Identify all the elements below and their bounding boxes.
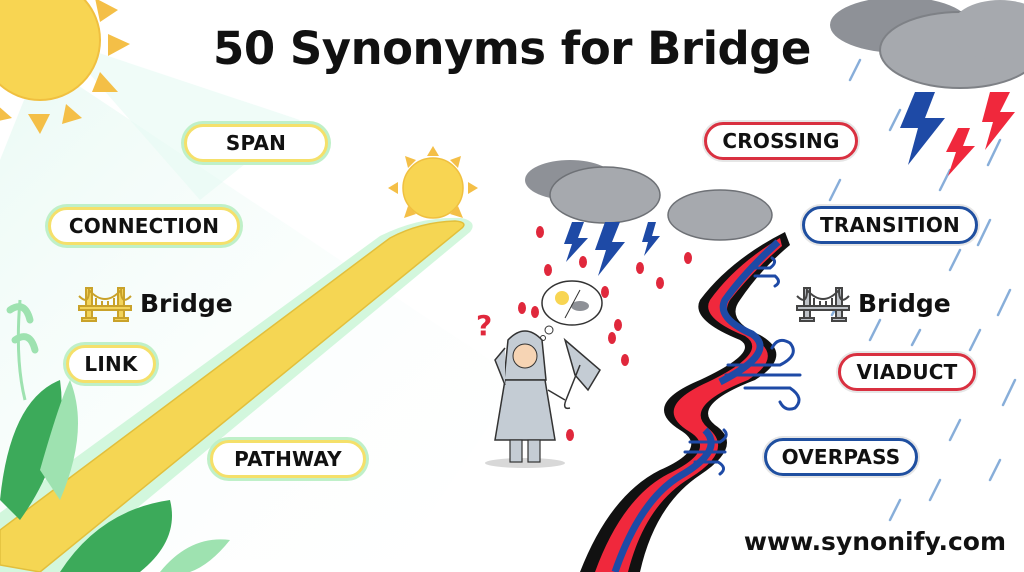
lightning-icon xyxy=(564,222,660,276)
bridge-text-left: Bridge xyxy=(140,288,233,318)
synonym-pill-overpass: OVERPASS xyxy=(764,438,918,476)
synonym-pill-span: SPAN xyxy=(184,124,328,162)
rain-lines xyxy=(828,58,1017,522)
storm-river xyxy=(580,232,790,572)
lightning-icon xyxy=(900,92,1015,176)
synonym-pill-crossing: CROSSING xyxy=(704,122,858,160)
wind-icon xyxy=(683,256,802,476)
thought-bubble-icon xyxy=(540,280,603,341)
synonym-pill-transition: TRANSITION xyxy=(802,206,978,244)
bridge-text-right: Bridge xyxy=(858,288,951,318)
storm-cloud-icon xyxy=(525,160,773,241)
gray-bridge-icon xyxy=(796,287,850,322)
yellow-road xyxy=(0,217,473,572)
website-url: www.synonify.com xyxy=(743,527,1006,556)
bridge-label-right: Bridge xyxy=(796,284,951,322)
question-mark-icon: ? xyxy=(476,309,492,342)
golden-bridge-icon xyxy=(78,287,132,322)
synonym-pill-pathway: PATHWAY xyxy=(210,440,366,478)
page-title: 50 Synonyms for Bridge xyxy=(213,22,811,75)
synonym-pill-viaduct: VIADUCT xyxy=(838,353,976,391)
storm-cloud-icon xyxy=(830,0,1024,89)
confused-person-icon xyxy=(485,330,566,468)
bridge-label-left: Bridge xyxy=(78,284,233,322)
leaf-icon xyxy=(0,299,230,572)
synonym-pill-connection: CONNECTION xyxy=(48,207,240,245)
small-sun-icon xyxy=(388,146,478,219)
synonym-pill-link: LINK xyxy=(66,345,156,383)
broken-umbrella-icon xyxy=(563,337,601,410)
sun-icon xyxy=(0,0,130,134)
